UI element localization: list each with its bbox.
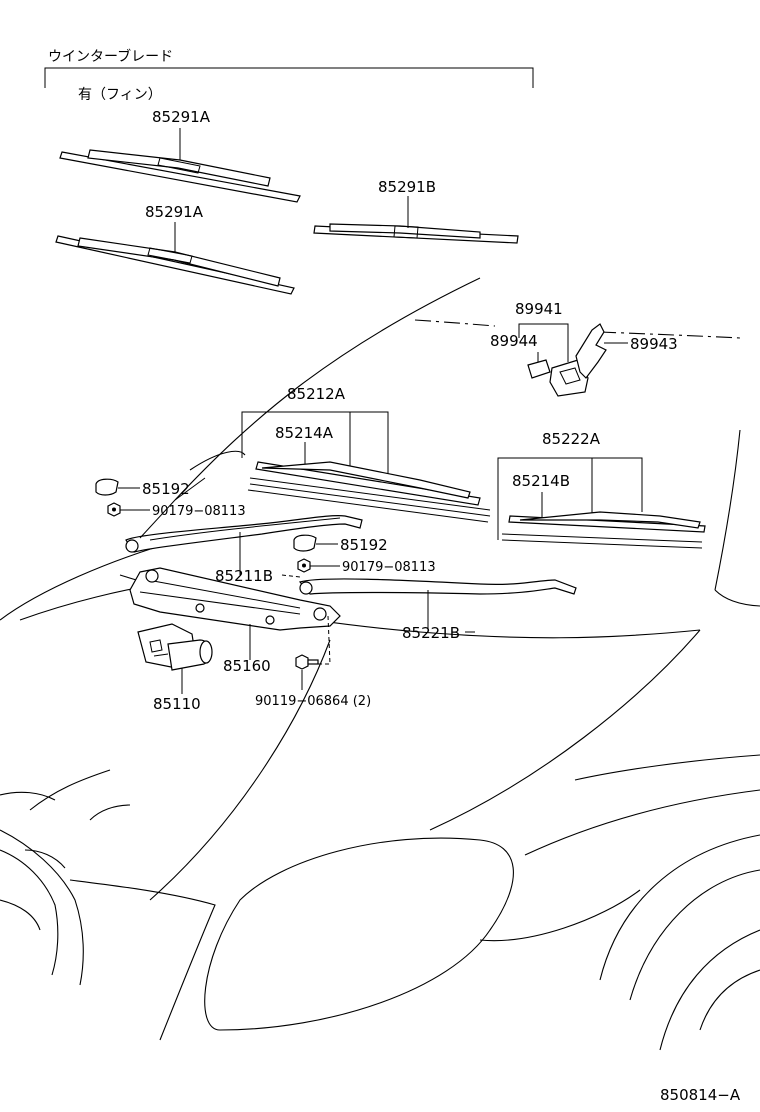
nozzle-bracket-89943[interactable] <box>575 323 607 379</box>
wiper-arm-85211B[interactable] <box>125 515 363 553</box>
wiper-motor-85110[interactable] <box>137 623 213 671</box>
label-85291A-top: 85291A <box>152 108 211 126</box>
label-90119: 90119−06864 (2) <box>255 694 371 709</box>
label-85212A: 85212A <box>287 385 346 403</box>
label-89944: 89944 <box>490 332 538 350</box>
label-89941: 89941 <box>515 300 563 318</box>
label-85291B: 85291B <box>378 178 436 196</box>
washer-nozzle-89944[interactable] <box>527 359 551 379</box>
label-85211B: 85211B <box>215 567 273 585</box>
label-85110: 85110 <box>153 695 201 713</box>
washer-nozzle-89941[interactable] <box>549 359 589 397</box>
wiper-blade-85212A[interactable] <box>247 461 491 523</box>
wiper-cap-85192-right[interactable] <box>293 534 317 552</box>
category-label: ウインターブレード <box>48 48 173 65</box>
wiper-blade-85222A[interactable] <box>501 511 706 549</box>
label-89943: 89943 <box>630 335 678 353</box>
nut-90179-right[interactable] <box>297 558 311 573</box>
wiper-linkage-85160[interactable] <box>129 567 341 631</box>
label-90179-right: 90179−08113 <box>342 560 436 575</box>
label-90179-left: 90179−08113 <box>152 504 246 519</box>
label-85222A: 85222A <box>542 430 601 448</box>
nut-90179-left[interactable] <box>107 502 121 517</box>
wiper-blade-85291B[interactable] <box>313 223 519 244</box>
wiper-arm-85221B[interactable] <box>298 578 577 595</box>
label-85214A: 85214A <box>275 424 334 442</box>
variant-label: 有（フィン） <box>78 87 162 103</box>
label-85221B: 85221B <box>402 624 460 642</box>
label-85192-right: 85192 <box>340 536 388 554</box>
wiper-cap-85192-left[interactable] <box>95 478 119 496</box>
label-85160: 85160 <box>223 657 271 675</box>
vehicle-body-outline <box>0 277 760 1051</box>
diagram-id: 850814−A <box>660 1086 741 1104</box>
label-85214B: 85214B <box>512 472 570 490</box>
winter-blade-bracket <box>44 67 534 88</box>
label-85192-left: 85192 <box>142 480 190 498</box>
label-85291A-bottom: 85291A <box>145 203 204 221</box>
bolt-90119[interactable] <box>295 654 319 670</box>
